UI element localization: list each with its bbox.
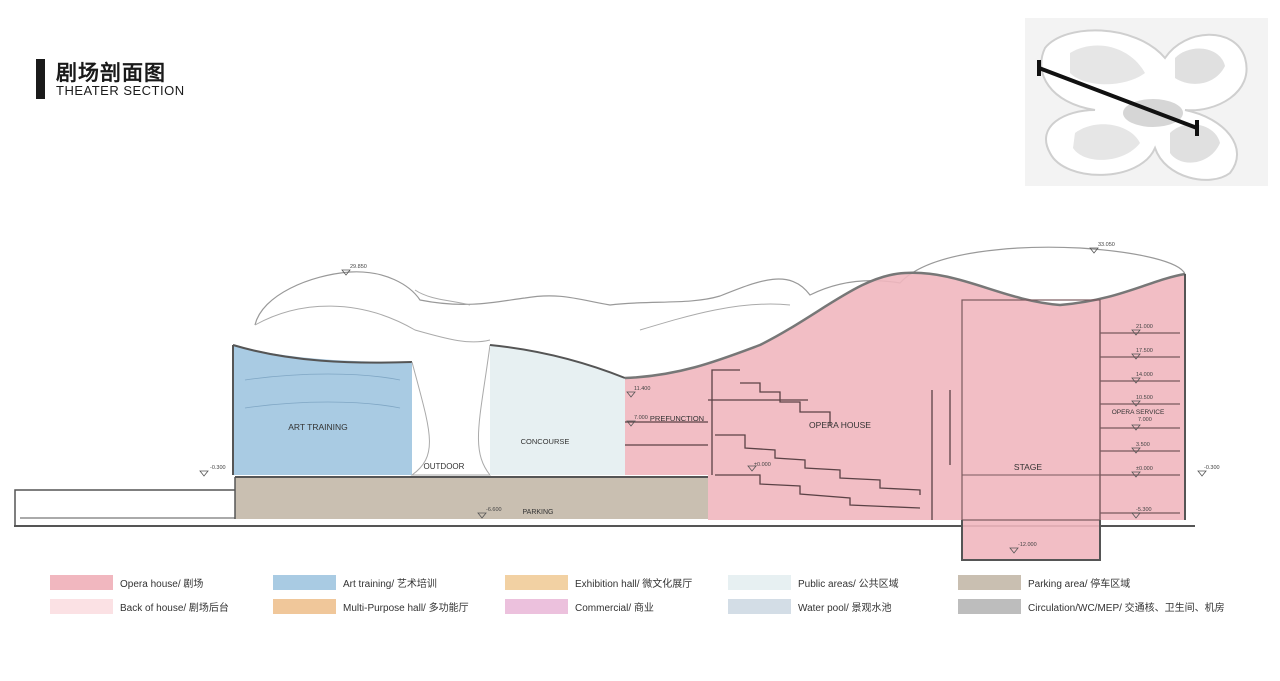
level-0: ±0.000 xyxy=(754,462,771,468)
level-3: 3.500 xyxy=(1136,442,1150,448)
level-markers xyxy=(199,247,1207,554)
level-minus-5: -5.300 xyxy=(1136,507,1152,513)
level-0-right: ±0.000 xyxy=(1136,466,1153,472)
legend-swatch xyxy=(50,574,113,590)
level-7-right: 7.000 xyxy=(1138,417,1152,423)
level-parking: -6.600 xyxy=(486,507,502,513)
concourse-zone xyxy=(490,345,625,475)
legend-swatch xyxy=(273,598,336,614)
left-platform xyxy=(14,489,235,526)
label-stage: STAGE xyxy=(1014,462,1043,472)
label-opera-house: OPERA HOUSE xyxy=(809,420,871,430)
legend-swatch xyxy=(728,574,791,590)
outdoor-void xyxy=(410,344,492,476)
legend-item-multi-purpose-hall: Multi-Purpose hall/ 多功能厅 xyxy=(273,597,469,615)
opera-service-floors xyxy=(1099,310,1180,520)
level-pit: -12.000 xyxy=(1018,542,1037,548)
level-11: 11.400 xyxy=(634,386,650,392)
stage-pit xyxy=(961,520,1101,561)
legend-item-opera-house: Opera house/ 剧场 xyxy=(50,573,203,591)
label-concourse: CONCOURSE xyxy=(521,437,570,446)
legend-swatch xyxy=(958,574,1021,590)
legend-swatch xyxy=(728,598,791,614)
title-chinese: 剧场剖面图 xyxy=(56,62,166,85)
level-roof-right: 33.050 xyxy=(1098,242,1115,248)
level-roof-left: 29.850 xyxy=(350,264,367,270)
title-english: THEATER SECTION xyxy=(56,83,185,98)
opera-house-zone xyxy=(625,272,1185,560)
title-accent-bar xyxy=(36,59,45,99)
art-training-shell xyxy=(233,345,412,475)
level-10: 10.500 xyxy=(1136,395,1153,401)
legend-item-commercial: Commercial/ 商业 xyxy=(505,597,654,615)
roof-wave-outline xyxy=(254,246,1186,326)
legend-item-water-pool: Water pool/ 景观水池 xyxy=(728,597,892,615)
level-left-ground: -0.300 xyxy=(210,465,226,471)
legend: Opera house/ 剧场 Back of house/ 剧场后台 Art … xyxy=(50,573,1270,618)
level-17: 17.500 xyxy=(1136,348,1153,354)
label-art-training: ART TRAINING xyxy=(288,422,348,432)
level-14: 14.000 xyxy=(1136,372,1153,378)
legend-swatch xyxy=(505,598,568,614)
theater-section-drawing: ART TRAINING OUTDOOR CONCOURSE PREFUNCTI… xyxy=(14,242,1220,561)
label-opera-service: OPERA SERVICE xyxy=(1112,409,1165,416)
label-prefunction: PREFUNCTION xyxy=(650,414,704,423)
level-21: 21.000 xyxy=(1136,324,1153,330)
legend-item-public-areas: Public areas/ 公共区域 xyxy=(728,573,899,591)
level-7: 7.000 xyxy=(634,415,648,421)
legend-item-exhibition-hall: Exhibition hall/ 微文化展厅 xyxy=(505,573,692,591)
legend-item-art-training: Art training/ 艺术培训 xyxy=(273,573,437,591)
key-plan xyxy=(1025,18,1268,186)
legend-swatch xyxy=(273,574,336,590)
legend-swatch xyxy=(505,574,568,590)
legend-swatch xyxy=(958,598,1021,614)
parking-zone xyxy=(235,477,708,519)
label-parking: PARKING xyxy=(523,509,554,516)
legend-item-back-of-house: Back of house/ 剧场后台 xyxy=(50,597,229,615)
legend-item-parking-area: Parking area/ 停车区域 xyxy=(958,573,1130,591)
label-outdoor: OUTDOOR xyxy=(424,462,465,471)
auditorium-seating xyxy=(625,369,951,520)
level-right-ground: -0.300 xyxy=(1204,465,1220,471)
legend-swatch xyxy=(50,598,113,614)
legend-item-circulation: Circulation/WC/MEP/ 交通核、卫生间、机房 xyxy=(958,597,1225,615)
